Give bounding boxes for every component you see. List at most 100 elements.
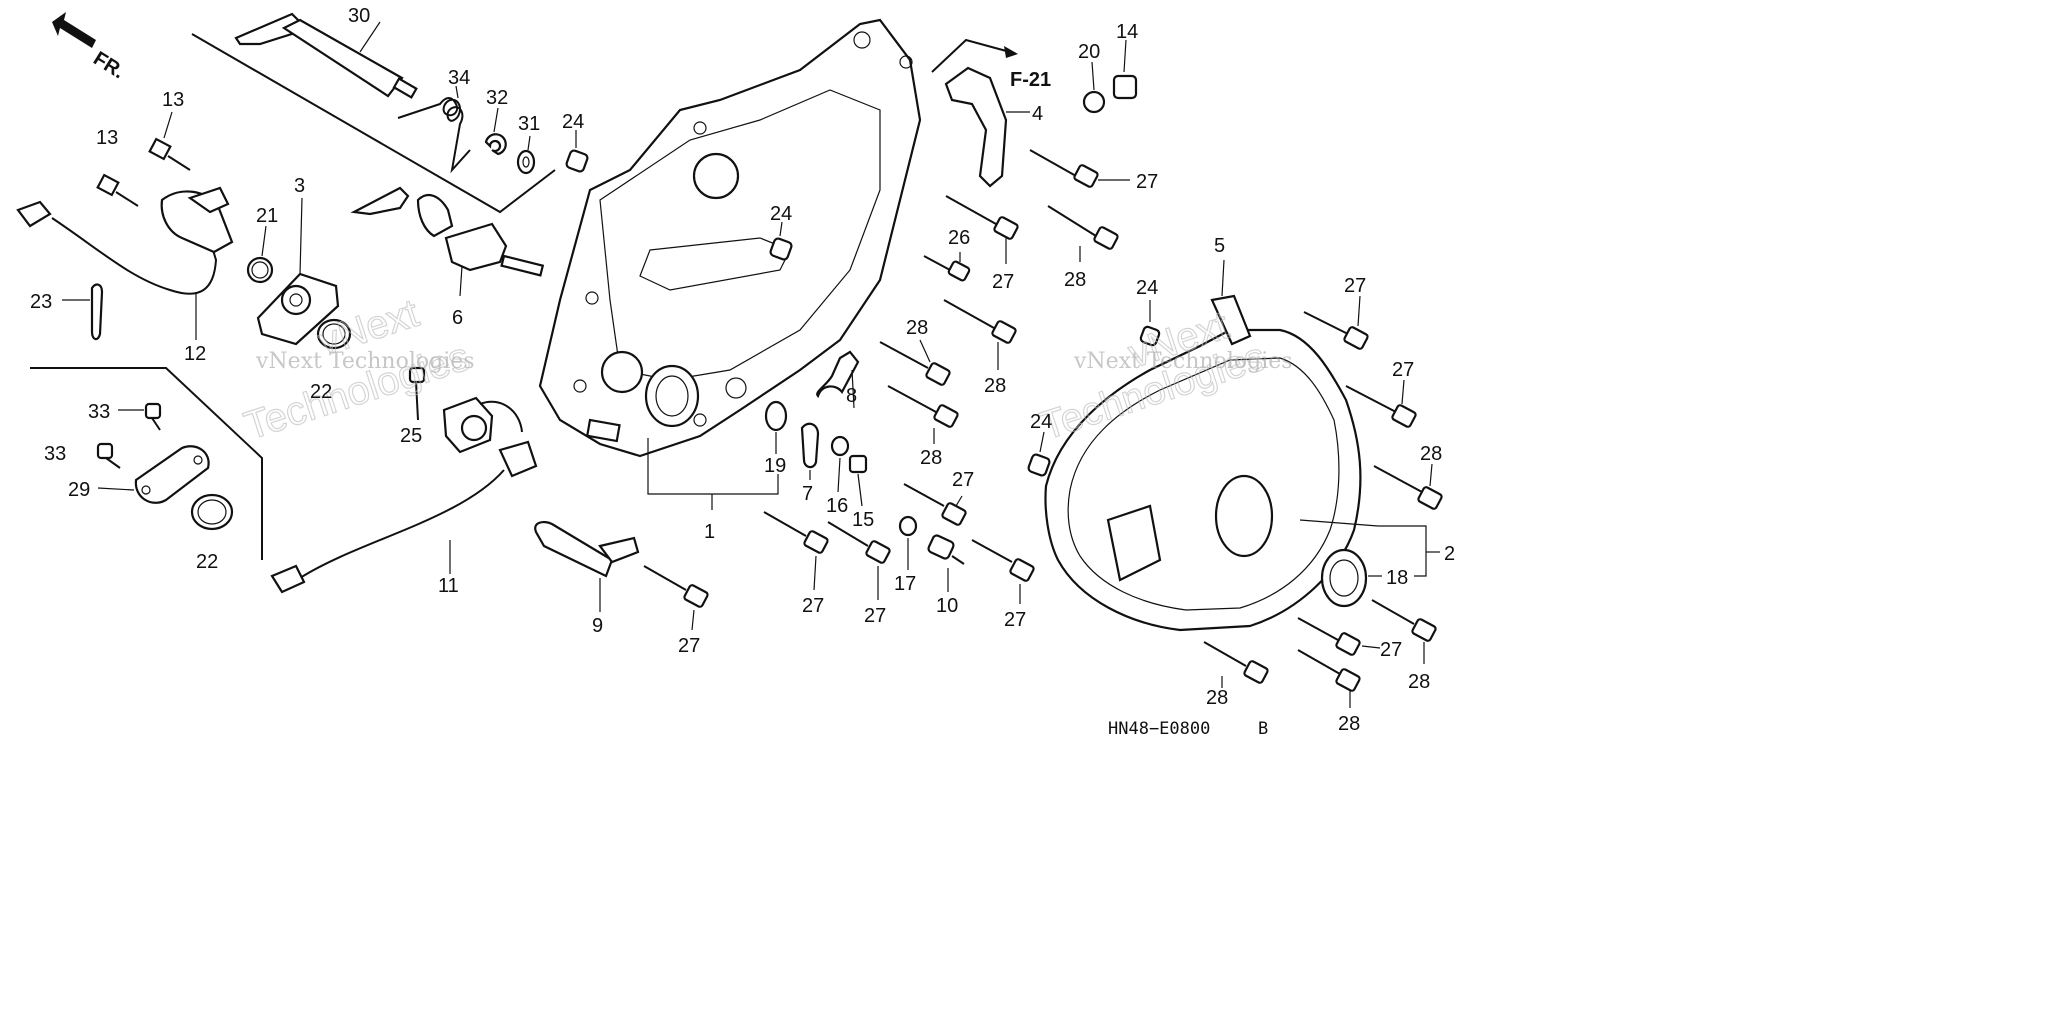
part-clip-32 xyxy=(484,107,507,156)
callout-28-g: 28 xyxy=(1206,687,1228,709)
part-bolt-28-d xyxy=(887,385,959,444)
diagram-code: HN48−E0800 xyxy=(1108,719,1210,739)
callout-33-a: 33 xyxy=(88,401,110,423)
callout-3: 3 xyxy=(294,175,305,197)
callout-28-b: 28 xyxy=(984,375,1006,397)
part-washer-16 xyxy=(830,435,850,493)
part-shift-arm-6 xyxy=(350,186,545,297)
part-sensor-12 xyxy=(16,186,234,340)
part-dowel-24-c xyxy=(1139,300,1161,347)
part-cover-29 xyxy=(97,445,210,504)
part-bolt-28-top-right xyxy=(1047,205,1119,262)
part-bracket-8 xyxy=(816,350,860,409)
part-bolt-33-a xyxy=(118,402,162,431)
front-label: FR. xyxy=(89,48,128,84)
parts-diagram: FR. xyxy=(16,5,1455,739)
callout-21: 21 xyxy=(256,205,278,227)
part-bolt-27-i xyxy=(643,565,709,631)
part-clamp-23 xyxy=(62,283,104,341)
callout-27-e: 27 xyxy=(952,469,974,491)
part-bolt-28-r7 xyxy=(1203,641,1269,688)
callout-27-d: 27 xyxy=(1392,359,1414,381)
callout-34: 34 xyxy=(448,67,470,89)
bracket-line-1 xyxy=(647,438,779,510)
callout-14: 14 xyxy=(1116,21,1138,43)
callout-33-b: 33 xyxy=(44,443,66,465)
part-bolt-27-top-right xyxy=(1029,149,1130,188)
callout-31: 31 xyxy=(518,113,540,135)
part-bearing-plate-3 xyxy=(256,197,340,346)
part-dowel-24-b xyxy=(769,221,793,261)
callout-24-c: 24 xyxy=(1136,277,1158,299)
callout-5: 5 xyxy=(1214,235,1225,257)
front-direction-arrow: FR. xyxy=(52,12,128,83)
part-bolt-28-r4 xyxy=(1371,599,1437,664)
svg-text:vNext Technologies: vNext Technologies xyxy=(255,349,475,374)
callout-8: 8 xyxy=(846,385,857,407)
part-switch-11 xyxy=(270,396,538,594)
part-washer-17 xyxy=(898,515,918,570)
part-bolt-33-b xyxy=(96,442,121,469)
part-bolt-27-mid xyxy=(945,195,1019,264)
callout-22-a: 22 xyxy=(310,381,332,403)
part-bolt-27-r5 xyxy=(1297,617,1381,656)
part-crankcase-cover-1 xyxy=(538,18,922,458)
part-dowel-24-a xyxy=(565,130,589,173)
callout-25: 25 xyxy=(400,425,422,447)
callout-10: 10 xyxy=(936,595,958,617)
callout-13-b: 13 xyxy=(96,127,118,149)
callout-27-a: 27 xyxy=(1136,171,1158,193)
callout-labels: 30 34 32 31 24 13 13 3 21 23 12 6 22 33 … xyxy=(30,5,1455,735)
callout-6: 6 xyxy=(452,307,463,329)
part-bolt-13-b xyxy=(96,173,139,207)
part-bolt-27-r1 xyxy=(1303,295,1369,350)
part-bolt-27-g xyxy=(827,521,891,600)
part-shaft-30 xyxy=(234,12,418,99)
callout-4: 4 xyxy=(1032,103,1043,125)
part-bracket-4 xyxy=(944,66,1030,188)
callout-15: 15 xyxy=(852,509,874,531)
part-bolt-27-r2 xyxy=(1345,379,1417,428)
callout-28-d: 28 xyxy=(920,447,942,469)
callout-26: 26 xyxy=(948,227,970,249)
callout-27-c: 27 xyxy=(992,271,1014,293)
part-oring-22-lower xyxy=(190,493,234,531)
callout-27-h: 27 xyxy=(1004,609,1026,631)
callout-7: 7 xyxy=(802,483,813,505)
callout-23: 23 xyxy=(30,291,52,313)
callout-32: 32 xyxy=(486,87,508,109)
part-side-cover-2 xyxy=(1044,259,1440,632)
callout-24-d: 24 xyxy=(1030,411,1052,433)
part-bolt-28-r3 xyxy=(1373,463,1443,510)
callout-29: 29 xyxy=(68,479,90,501)
callout-12: 12 xyxy=(184,343,206,365)
part-bolt-28-c xyxy=(879,339,951,386)
bolts-right-group xyxy=(1203,295,1443,708)
callout-28-c: 28 xyxy=(906,317,928,339)
diagram-revision: B xyxy=(1258,719,1268,739)
callout-17: 17 xyxy=(894,573,916,595)
part-oring-21 xyxy=(246,225,274,284)
part-bolt-27-h xyxy=(971,539,1035,604)
bolts-middle-group xyxy=(643,149,1130,631)
part-pipe-9 xyxy=(534,521,640,612)
part-bolt-28-r6 xyxy=(1297,649,1361,708)
part-bolt-26 xyxy=(923,252,971,282)
callout-28-h: 28 xyxy=(1338,713,1360,735)
part-bolt-28-mid xyxy=(943,299,1017,370)
part-bolt-27-f xyxy=(763,511,829,591)
callout-27-f: 27 xyxy=(802,595,824,617)
callout-18: 18 xyxy=(1386,567,1408,589)
callout-20: 20 xyxy=(1078,41,1100,63)
part-switch-10 xyxy=(927,534,965,592)
part-nut-15 xyxy=(848,454,868,507)
callout-27-j: 27 xyxy=(1380,639,1402,661)
callout-28-e: 28 xyxy=(1420,443,1442,465)
part-plug-14 xyxy=(1112,39,1138,100)
callout-19: 19 xyxy=(764,455,786,477)
part-dowel-24-d xyxy=(1027,431,1051,477)
part-spring-34 xyxy=(397,85,471,174)
callout-22-b: 22 xyxy=(196,551,218,573)
svg-text:vNext Technologies: vNext Technologies xyxy=(1073,349,1293,374)
part-washer-20 xyxy=(1082,61,1106,114)
